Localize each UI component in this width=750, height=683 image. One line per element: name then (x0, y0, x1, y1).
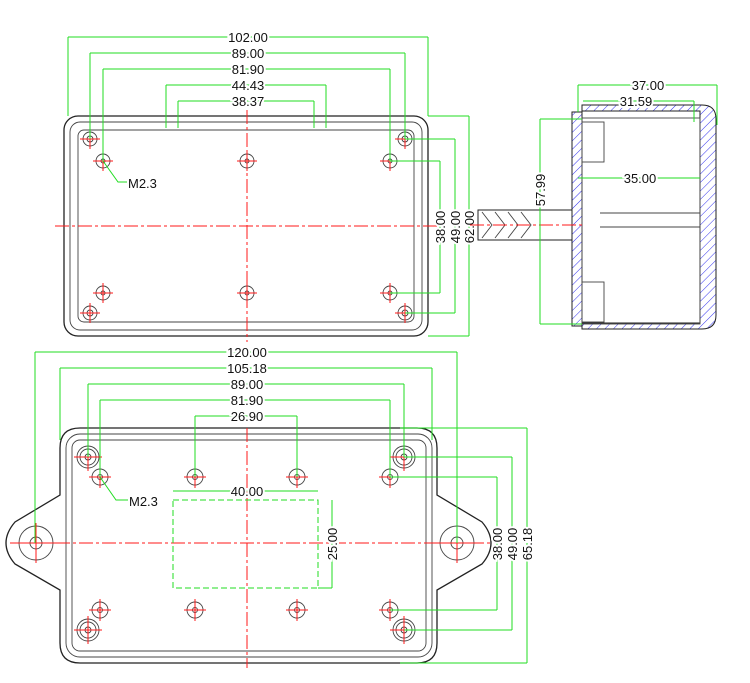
dim-bottom-height: 65.18 (520, 528, 535, 561)
bottom-view: 120.00 105.18 89.00 81.90 26.90 40.00 25… (5, 343, 537, 668)
dim-top-screw-spacing: 81.90 (232, 62, 265, 77)
dim-bottom-screw-vertical: 38.00 (490, 528, 505, 561)
dim-top-width: 102.00 (228, 30, 268, 45)
dim-bottom-flange-spacing: 105.18 (227, 361, 267, 376)
dim-side-inner-depth: 35.00 (624, 171, 657, 186)
dim-top-inner-b: 38.37 (232, 94, 265, 109)
screw-hole (237, 283, 257, 303)
dim-bottom-width: 120.00 (227, 345, 267, 360)
bottom-thread-note: M2.3 (129, 494, 158, 509)
dim-top-height: 62.00 (462, 211, 477, 244)
screw-hole (184, 599, 206, 621)
dim-top-screw-vertical: 38.00 (433, 211, 448, 244)
boss-hole (74, 616, 102, 644)
dim-label-area-height: 25.00 (325, 528, 340, 561)
screw-hole (286, 599, 308, 621)
dim-side-lid-depth: 31.59 (620, 94, 653, 109)
dim-side-depth: 37.00 (632, 78, 665, 93)
dim-bottom-boss-vertical: 49.00 (505, 528, 520, 561)
screw-hole (89, 599, 111, 621)
top-dimensions: 102.00 89.00 81.90 44.43 38.37 38.00 49.… (67, 28, 479, 337)
top-view: 102.00 89.00 81.90 44.43 38.37 38.00 49.… (55, 28, 479, 342)
dim-bottom-inner-screw-spacing: 26.90 (231, 409, 264, 424)
screw-hole (237, 151, 257, 171)
dim-top-boss-vertical: 49.00 (448, 211, 463, 244)
boss-hole (80, 303, 100, 323)
screw-hole (93, 283, 113, 303)
top-thread-note: M2.3 (128, 176, 157, 191)
dim-top-inner-a: 44.43 (232, 78, 265, 93)
dim-side-height: 57.99 (533, 174, 548, 207)
flange-mount-hole (16, 523, 56, 563)
dim-label-area-width: 40.00 (231, 484, 264, 499)
side-view: 37.00 31.59 35.00 57.99 (470, 76, 718, 330)
dim-top-boss-spacing: 89.00 (232, 46, 265, 61)
dim-bottom-screw-spacing: 81.90 (231, 393, 264, 408)
dim-bottom-boss-spacing: 89.00 (231, 377, 264, 392)
bottom-dimensions: 120.00 105.18 89.00 81.90 26.90 40.00 25… (34, 343, 537, 664)
